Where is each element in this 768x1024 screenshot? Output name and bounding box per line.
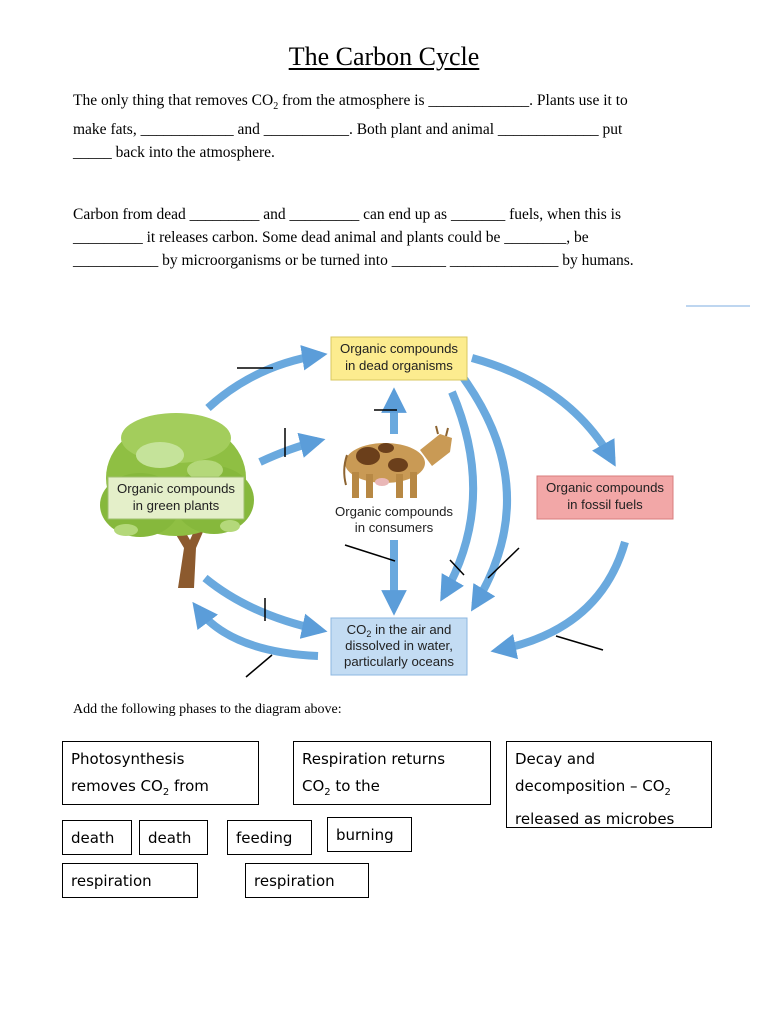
- paragraph-2-line-3: ___________ by microorganisms or be turn…: [73, 252, 634, 269]
- card-respiration-returns[interactable]: Respiration returns CO2 to the: [293, 741, 491, 805]
- co2-label-1: CO2 in the air and: [347, 622, 452, 639]
- paragraph-2-line-1: Carbon from dead _________ and _________…: [73, 206, 622, 223]
- arrow-fossil-to-co2: [490, 540, 629, 660]
- fossil-fuels-box: [536, 475, 674, 520]
- page-title: The Carbon Cycle: [288, 42, 480, 71]
- arrow-plants-to-co2: [202, 574, 328, 639]
- paragraph-1: The only thing that removes CO2 from the…: [73, 89, 743, 164]
- arrow-dead-to-co2-inner: [440, 390, 478, 602]
- green-plants-box: [107, 476, 245, 520]
- fossil-fuels-label-2: in fossil fuels: [567, 497, 643, 512]
- green-plants-label-1: Organic compounds: [117, 481, 235, 496]
- dead-organisms-box: [330, 336, 468, 381]
- card-respiration-1[interactable]: respiration: [62, 863, 198, 898]
- card-photosynthesis[interactable]: Photosynthesis removes CO2 from: [62, 741, 259, 805]
- card-death-2[interactable]: death: [139, 820, 208, 855]
- paragraph-1-line-3: _____ back into the atmosphere.: [73, 144, 275, 162]
- card-feeding[interactable]: feeding: [227, 820, 312, 855]
- arrow-co2-to-plants: [192, 601, 319, 660]
- label-lines: [237, 367, 604, 678]
- card-death-1[interactable]: death: [62, 820, 132, 855]
- paragraph-2: Carbon from dead _________ and _________…: [73, 203, 743, 272]
- card-decay[interactable]: Decay and decomposition – CO2 released a…: [506, 741, 712, 828]
- cow-icon: [343, 425, 452, 498]
- fossil-fuels-label-1: Organic compounds: [546, 480, 664, 495]
- co2-label-3: particularly oceans: [344, 654, 454, 669]
- paragraph-1-line-1: The only thing that removes CO2 from the…: [73, 92, 628, 113]
- carbon-cycle-diagram: Organic compounds in green plants Organi…: [100, 305, 750, 678]
- arrow-dead-to-fossil: [470, 354, 616, 467]
- arrow-plants-to-dead: [205, 345, 328, 411]
- cycle-arrows: [192, 345, 629, 660]
- green-plants-label-2: in green plants: [133, 498, 220, 513]
- paragraph-2-line-2: _________ it releases carbon. Some dead …: [73, 229, 589, 246]
- consumers-label-2: in consumers: [355, 520, 434, 535]
- paragraph-1-line-2: make fats, ____________ and ___________.…: [73, 121, 623, 139]
- co2-label-2: dissolved in water,: [345, 638, 453, 653]
- card-burning[interactable]: burning: [327, 817, 412, 852]
- arrow-plants-to-consumers: [258, 432, 326, 466]
- co2-box: [330, 617, 468, 676]
- instruction-text: Add the following phases to the diagram …: [73, 702, 342, 717]
- dead-organisms-label-2: in dead organisms: [345, 358, 453, 373]
- dead-organisms-label-1: Organic compounds: [340, 341, 458, 356]
- consumers-label-1: Organic compounds: [335, 504, 453, 519]
- arrow-dead-to-co2-outer: [458, 373, 511, 612]
- card-respiration-2[interactable]: respiration: [245, 863, 369, 898]
